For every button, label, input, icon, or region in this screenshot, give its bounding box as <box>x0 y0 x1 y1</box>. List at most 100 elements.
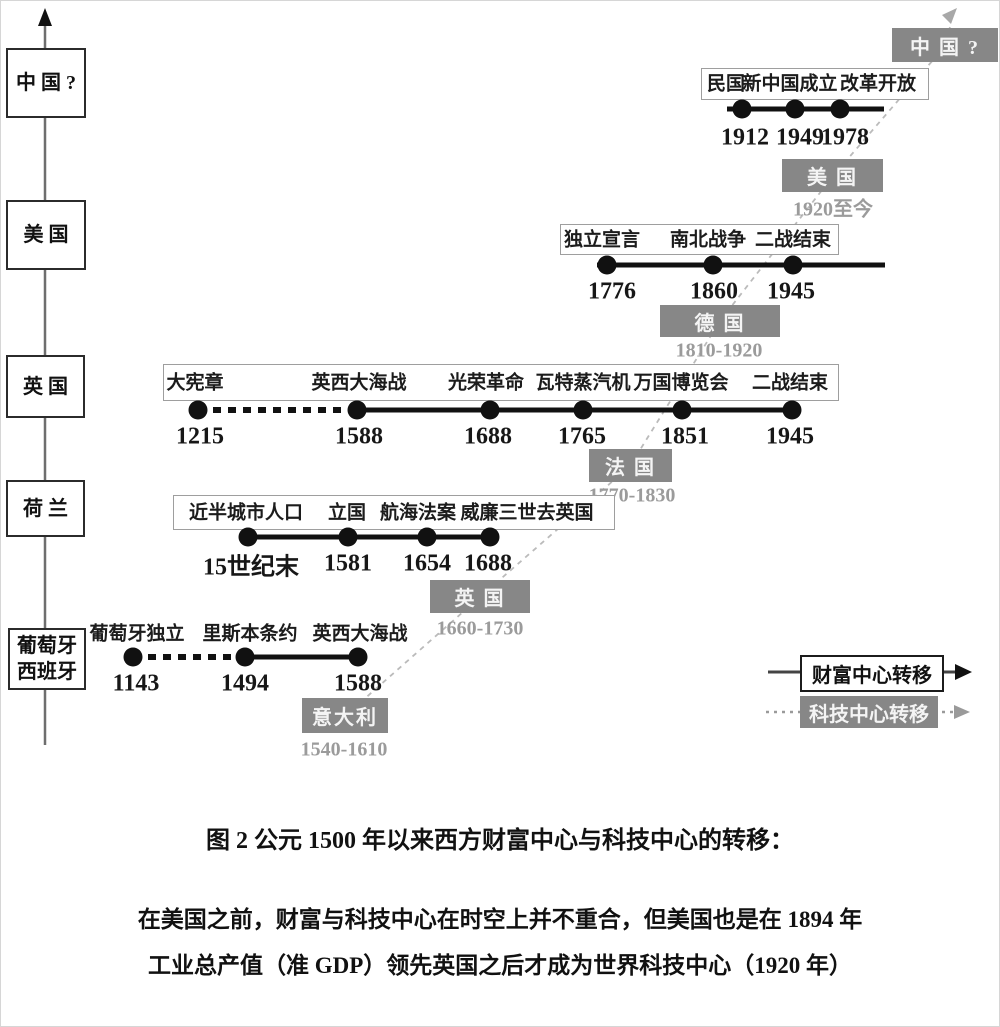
axis-country-box-0: 中 国 ? <box>6 48 86 118</box>
timeline-china-roc-year-label: 1978 <box>821 124 869 151</box>
timeline-label-box-usa <box>560 224 839 255</box>
transfer-period-germany: 1810-1920 <box>675 339 763 362</box>
timeline-uk-year-label: 1851 <box>661 423 709 450</box>
figure-note-line1: 在美国之前，财富与科技中心在时空上并不重合，但美国也是在 1894 年 <box>137 907 863 932</box>
timeline-uk-event-label: 大宪章 <box>166 372 224 394</box>
axis-country-box-1: 美 国 <box>6 200 86 270</box>
transfer-box-germany: 德 国 <box>660 305 780 337</box>
timeline-uk-dot-1851 <box>672 400 692 420</box>
legend-tech-transfer-label: 科技中心转移 <box>809 703 929 726</box>
axis-country-box-4: 葡萄牙西班牙 <box>8 628 86 690</box>
timeline-netherlands-year-label: 1688 <box>464 550 512 577</box>
timeline-portugal-spain-dot-1143 <box>123 647 143 667</box>
timeline-portugal-spain-dot-1588 <box>348 647 368 667</box>
timeline-label-box-netherlands <box>173 495 615 530</box>
timeline-netherlands-event-label: 威廉三世去英国 <box>460 502 594 524</box>
timeline-netherlands-dot-15世纪末 <box>238 527 258 547</box>
timeline-uk-event-label: 英西大海战 <box>311 372 407 394</box>
timeline-china-roc-event-label: 新中国成立 <box>742 73 838 95</box>
transfer-period-england: 1660-1730 <box>436 617 524 640</box>
timeline-netherlands-event-label: 航海法案 <box>379 502 457 524</box>
timeline-uk-dot-1215 <box>188 400 208 420</box>
timeline-netherlands-dot-1688 <box>480 527 500 547</box>
timeline-uk-dotted-segment-0 <box>198 407 357 413</box>
timeline-uk-year-label: 1588 <box>335 423 383 450</box>
timeline-china-roc-dot-1949 <box>785 99 805 119</box>
transfer-box-china: 中 国 ? <box>892 28 998 62</box>
timeline-uk-year-label: 1215 <box>176 423 224 450</box>
timeline-china-roc-dot-1978 <box>830 99 850 119</box>
transfer-box-england: 英 国 <box>430 580 530 613</box>
timeline-uk-year-label: 1688 <box>464 423 512 450</box>
timeline-china-roc-year-label: 1912 <box>721 124 769 151</box>
timeline-china-roc-dot-1912 <box>732 99 752 119</box>
timeline-usa-event-label: 二战结束 <box>754 229 832 251</box>
figure-note-line2: 工业总产值（准 GDP）领先英国之后才成为世界科技中心（1920 年） <box>147 953 853 978</box>
timeline-uk-event-label: 万国博览会 <box>633 372 729 394</box>
transfer-box-usa: 美 国 <box>782 159 883 192</box>
transfer-box-france: 法 国 <box>589 449 672 482</box>
timeline-uk-event-label: 光荣革命 <box>447 372 525 394</box>
timeline-portugal-spain-year-label: 1494 <box>221 670 269 697</box>
legend-tech-transfer-box: 科技中心转移 <box>800 696 938 728</box>
timeline-usa-event-label: 南北战争 <box>669 229 747 251</box>
axis-country-box-3: 荷 兰 <box>6 480 85 537</box>
timeline-uk-dot-1945 <box>782 400 802 420</box>
diagonal-arrow-ne-icon <box>942 8 957 24</box>
axis-country-label-line2: 西班牙 <box>17 661 77 683</box>
timeline-usa-year-label: 1860 <box>690 278 738 305</box>
timeline-portugal-spain-year-label: 1588 <box>334 670 382 697</box>
axis-country-label: 美 国 <box>23 224 69 246</box>
timeline-netherlands-dot-1654 <box>417 527 437 547</box>
timeline-netherlands-year-label: 1654 <box>403 550 451 577</box>
timeline-uk-dot-1688 <box>480 400 500 420</box>
timeline-label-box-china-roc <box>701 68 929 100</box>
timeline-portugal-spain-event-label: 里斯本条约 <box>202 623 298 645</box>
axis-country-label: 荷 兰 <box>23 497 68 520</box>
timeline-netherlands-event-label: 立国 <box>327 502 367 524</box>
timeline-china-roc-year-label: 1949 <box>776 124 824 151</box>
timeline-portugal-spain-solid-segment-1 <box>245 654 358 660</box>
timeline-portugal-spain-event-label: 葡萄牙独立 <box>89 623 185 645</box>
transfer-box-italy: 意大利 <box>302 698 388 733</box>
timeline-uk-dot-1588 <box>347 400 367 420</box>
axis-arrow-up-icon <box>38 8 52 26</box>
legend-dotted-arrow-icon <box>954 705 970 719</box>
timeline-uk-year-label: 1765 <box>558 423 606 450</box>
timeline-netherlands-year-label: 15世纪末 <box>203 554 299 581</box>
timeline-usa-year-label: 1945 <box>767 278 815 305</box>
timeline-uk-event-label: 瓦特蒸汽机 <box>535 372 631 394</box>
timeline-netherlands-event-label: 近半城市人口 <box>188 502 304 524</box>
timeline-portugal-spain-dotted-segment-0 <box>133 654 245 660</box>
timeline-usa-dot-1945 <box>783 255 803 275</box>
timeline-china-roc-solid-segment-0 <box>727 106 884 112</box>
legend-solid-arrow-icon <box>955 664 972 680</box>
legend-wealth-transfer-label: 财富中心转移 <box>812 665 932 687</box>
figure-caption: 图 2 公元 1500 年以来西方财富中心与科技中心的转移： <box>206 828 794 854</box>
timeline-china-roc-event-label: 改革开放 <box>839 73 917 95</box>
timeline-portugal-spain-year-label: 1143 <box>112 670 160 697</box>
timeline-usa-year-label: 1776 <box>588 278 636 305</box>
timeline-netherlands-solid-segment-0 <box>248 534 490 540</box>
timeline-netherlands-dot-1581 <box>338 527 358 547</box>
timeline-portugal-spain-event-label: 英西大海战 <box>312 623 408 645</box>
timeline-usa-dot-1776 <box>597 255 617 275</box>
timeline-portugal-spain-dot-1494 <box>235 647 255 667</box>
timeline-netherlands-year-label: 1581 <box>324 550 372 577</box>
timeline-usa-dot-1860 <box>703 255 723 275</box>
timeline-china-roc-event-label: 民国 <box>706 73 746 95</box>
timeline-usa-solid-segment-0 <box>597 262 885 268</box>
timeline-uk-year-label: 1945 <box>766 423 814 450</box>
timeline-uk-dot-1765 <box>573 400 593 420</box>
axis-country-box-2: 英 国 <box>6 355 85 418</box>
timeline-usa-event-label: 独立宣言 <box>563 229 641 251</box>
transfer-period-usa: 1920至今 <box>793 198 873 221</box>
transfer-period-italy: 1540-1610 <box>300 738 388 761</box>
axis-country-label: 葡萄牙 <box>17 635 77 657</box>
axis-country-label: 中 国 ? <box>16 72 76 94</box>
timeline-uk-event-label: 二战结束 <box>751 372 829 394</box>
legend-wealth-transfer-box: 财富中心转移 <box>800 655 944 692</box>
axis-country-label: 英 国 <box>23 375 68 398</box>
